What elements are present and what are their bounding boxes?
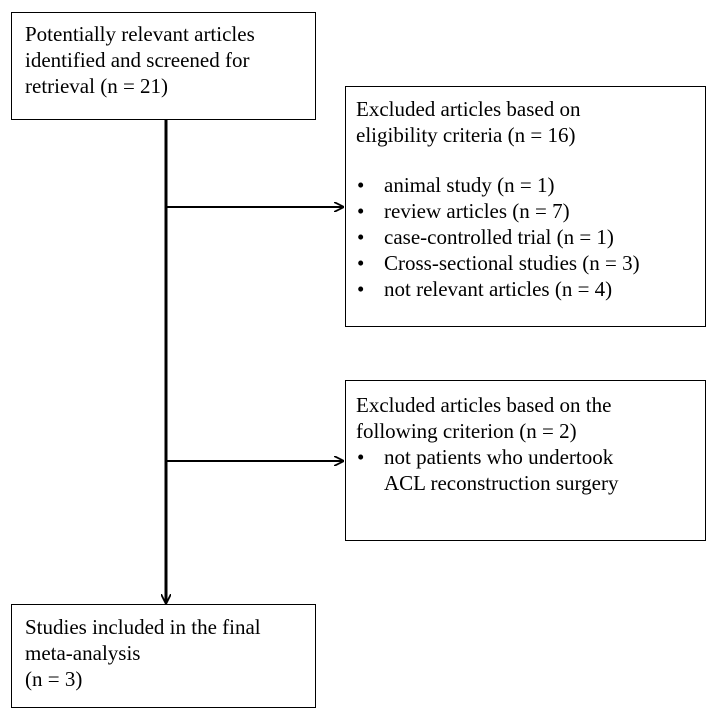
- included-text-line: (n = 3): [25, 667, 83, 691]
- exclusion-1-heading-line: eligibility criteria (n = 16): [356, 123, 576, 147]
- exclusion-1-heading-line: Excluded articles based on: [356, 97, 581, 121]
- criterion-exclusion-box: Excluded articles based on the following…: [345, 380, 706, 541]
- exclusion-reason-item: • case-controlled trial (n = 1): [356, 224, 705, 250]
- exclusion-reason-text: not patients who undertook: [384, 445, 614, 469]
- included-studies-box: Studies included in the final meta-analy…: [11, 604, 316, 708]
- bullet-icon: •: [357, 445, 365, 469]
- exclusion-reason-text: ACL reconstruction surgery: [384, 471, 619, 495]
- included-text-line: meta-analysis: [25, 641, 141, 665]
- exclusion-reason-text: review articles (n = 7): [384, 199, 570, 223]
- exclusion-reason-item: • not relevant articles (n = 4): [356, 276, 705, 302]
- screened-articles-box: Potentially relevant articles identified…: [11, 12, 316, 120]
- bullet-icon: •: [357, 225, 365, 249]
- bullet-icon: •: [357, 173, 365, 197]
- bullet-icon: •: [357, 251, 365, 275]
- exclusion-reason-text: animal study (n = 1): [384, 173, 555, 197]
- exclusion-reason-text: Cross-sectional studies (n = 3): [384, 251, 640, 275]
- exclusion-reason-text: case-controlled trial (n = 1): [384, 225, 614, 249]
- exclusion-reason-item: • animal study (n = 1): [356, 172, 705, 198]
- exclusion-reason-item: • review articles (n = 7): [356, 198, 705, 224]
- exclusion-reason-text: not relevant articles (n = 4): [384, 277, 613, 301]
- exclusion-2-heading-line: Excluded articles based on the: [356, 393, 612, 417]
- included-text-line: Studies included in the final: [25, 615, 261, 639]
- exclusion-reason-item: • Cross-sectional studies (n = 3): [356, 250, 705, 276]
- bullet-icon: •: [357, 277, 365, 301]
- screened-text-line: Potentially relevant articles: [25, 22, 255, 46]
- screened-text-line: retrieval (n = 21): [25, 74, 169, 98]
- screened-text-line: identified and screened for: [25, 48, 250, 72]
- exclusion-1-reason-list: • animal study (n = 1) • review articles (…: [356, 172, 705, 302]
- exclusion-2-heading-line: following criterion (n = 2): [356, 419, 577, 443]
- bullet-icon: •: [357, 199, 365, 223]
- eligibility-exclusion-box: Excluded articles based on eligibility c…: [345, 86, 706, 327]
